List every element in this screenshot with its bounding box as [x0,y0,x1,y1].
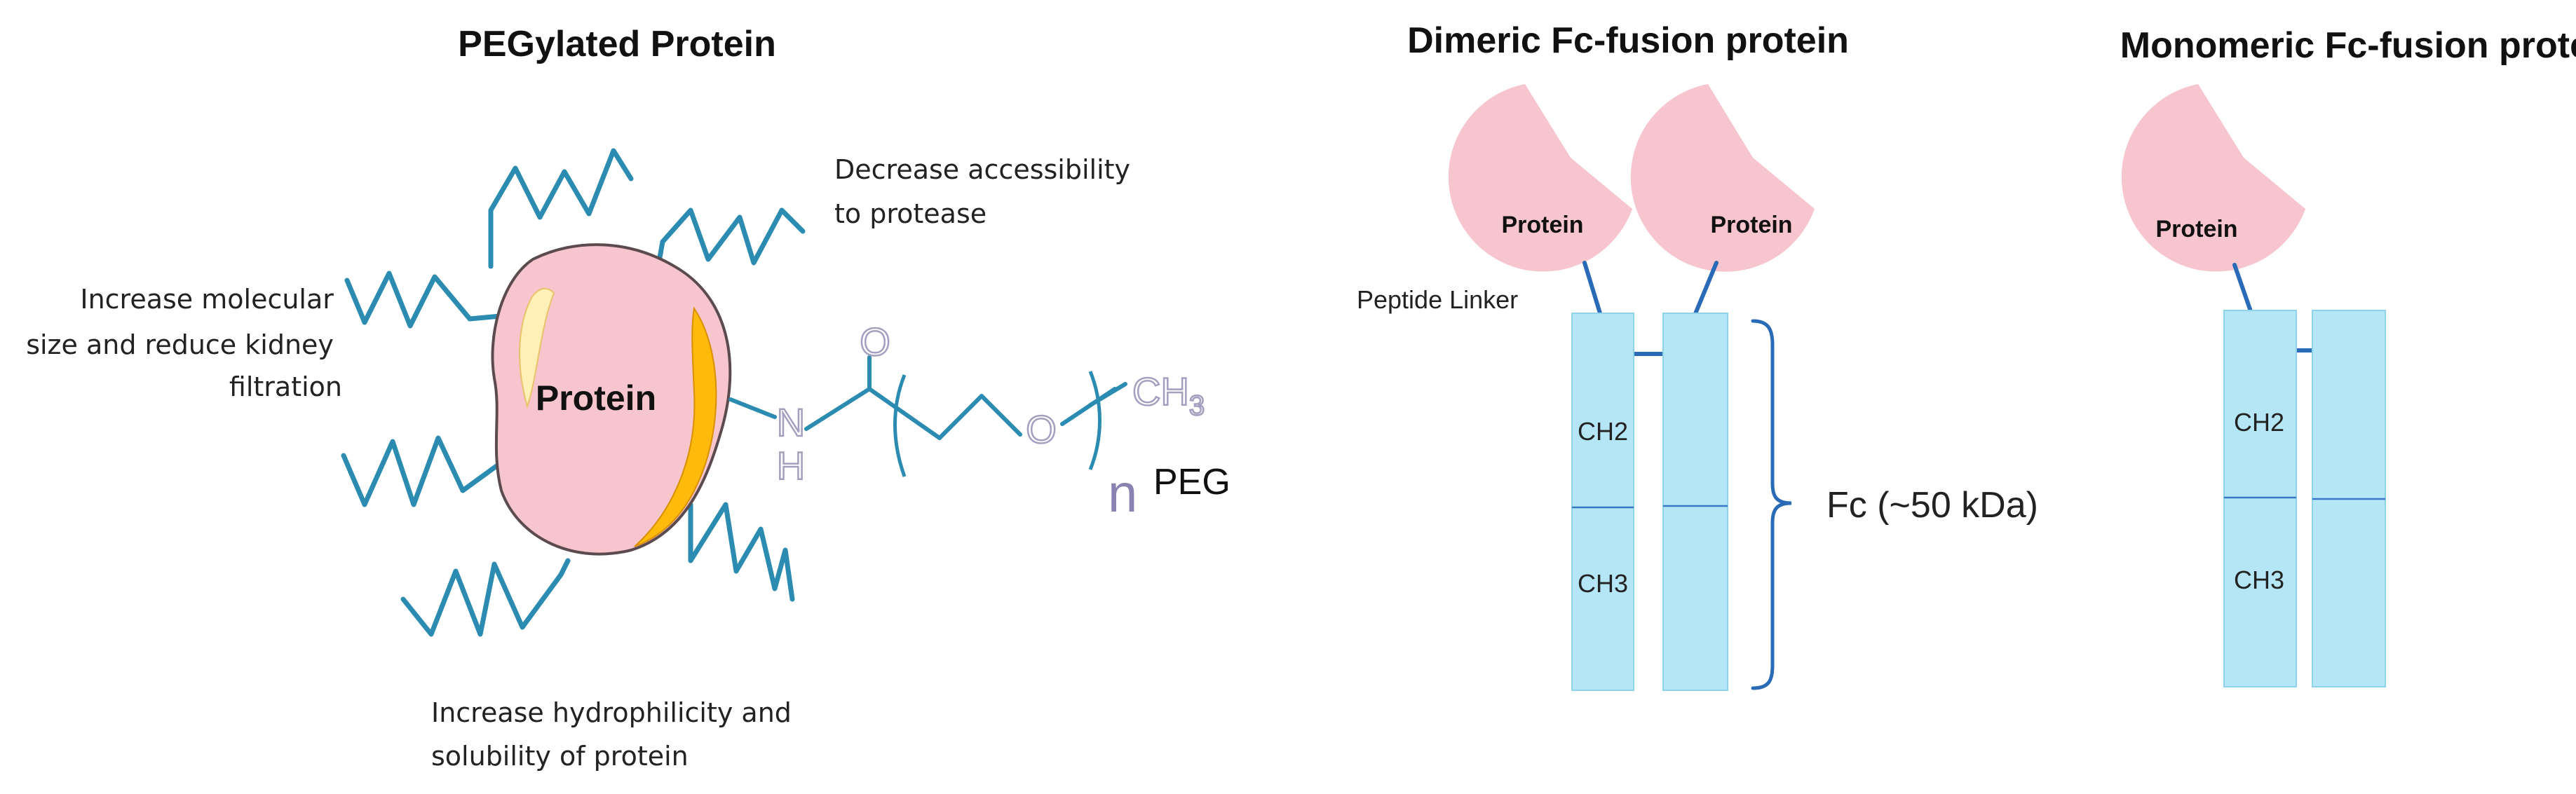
dimeric-linker-right [1693,261,1719,317]
dimeric-protein-right-shape [1630,84,1815,272]
peptide-linker-label: Peptide Linker [1357,285,1518,314]
dimeric-protein-left-shape [1448,84,1632,272]
dimeric-ch3-label: CH3 [1578,569,1628,598]
protein-highlight-yellow [519,287,555,409]
monomeric-ch2-label: CH2 [2234,408,2284,437]
note-protease: Decrease accessibility to protease [834,154,1139,229]
dimeric-linker-left [1582,261,1603,317]
pegylated-protein-panel: PEGylated Protein Protein Decrease acces… [26,24,1231,772]
monomeric-protein-shape [2121,84,2305,272]
fc-curly-brace [1751,319,1792,690]
monomeric-fc-chain-left [2223,310,2297,687]
peg-chain-upper-right [649,207,806,304]
note-hydrophilicity: Increase hydrophilicity and solubility o… [431,697,800,772]
bond-chain-1 [937,394,984,440]
peg-chain-left [341,435,504,507]
monomeric-ch3-label: CH3 [2234,566,2284,594]
bracket-right [1088,371,1101,470]
peg-chain-bottom-left [400,558,571,637]
dimeric-fc-panel: Dimeric Fc-fusion protein Protein Protei… [1357,20,2038,691]
note-kidney-filtration: Increase molecular size and reduce kidne… [26,284,342,402]
peg-protein-label: Protein [536,378,656,418]
dimeric-ch2-label: CH2 [1578,417,1628,446]
monomeric-protein-label: Protein [2155,216,2237,242]
peg-chemical-structure: N H O O CH3 n PEG [728,319,1231,523]
bond-carbonyl-chain [867,387,942,440]
peg-chain-upper-left [344,271,511,329]
bond-ch3 [1088,382,1127,407]
peg-chains [341,148,806,637]
peg-chain-top [488,148,634,269]
dimeric-protein-right-label: Protein [1710,212,1792,238]
dimeric-panel-title: Dimeric Fc-fusion protein [1407,20,1849,61]
peg-panel-title: PEGylated Protein [458,24,776,64]
protein-highlight-orange [634,306,717,547]
bond-protein-n [728,397,777,419]
chem-h-atom: H [777,444,805,488]
chem-ether-o: O [1026,407,1057,451]
peg-chain-bottom-right [688,502,795,602]
dimeric-fc-chain-left [1571,313,1634,691]
bond-n-carbonyl [804,387,872,431]
chem-repeat-n: n [1108,464,1137,523]
dimeric-fc-chain-right [1662,313,1728,691]
monomeric-panel-title: Monomeric Fc-fusion protein [2120,25,2576,66]
monomeric-linker [2232,263,2253,313]
chem-ch3: CH3 [1132,369,1205,421]
chem-n-atom: N [777,400,805,444]
fc-size-label: Fc (~50 kDa) [1826,485,2038,526]
chem-carbonyl-o: O [860,320,890,364]
protein-blob [491,243,732,556]
bond-chain-2 [979,394,1022,437]
bracket-left [893,374,907,477]
peg-label: PEG [1153,462,1231,502]
dimeric-protein-left-label: Protein [1501,212,1583,238]
monomeric-fc-panel: Monomeric Fc-fusion protein Protein CH2 … [2120,25,2576,687]
